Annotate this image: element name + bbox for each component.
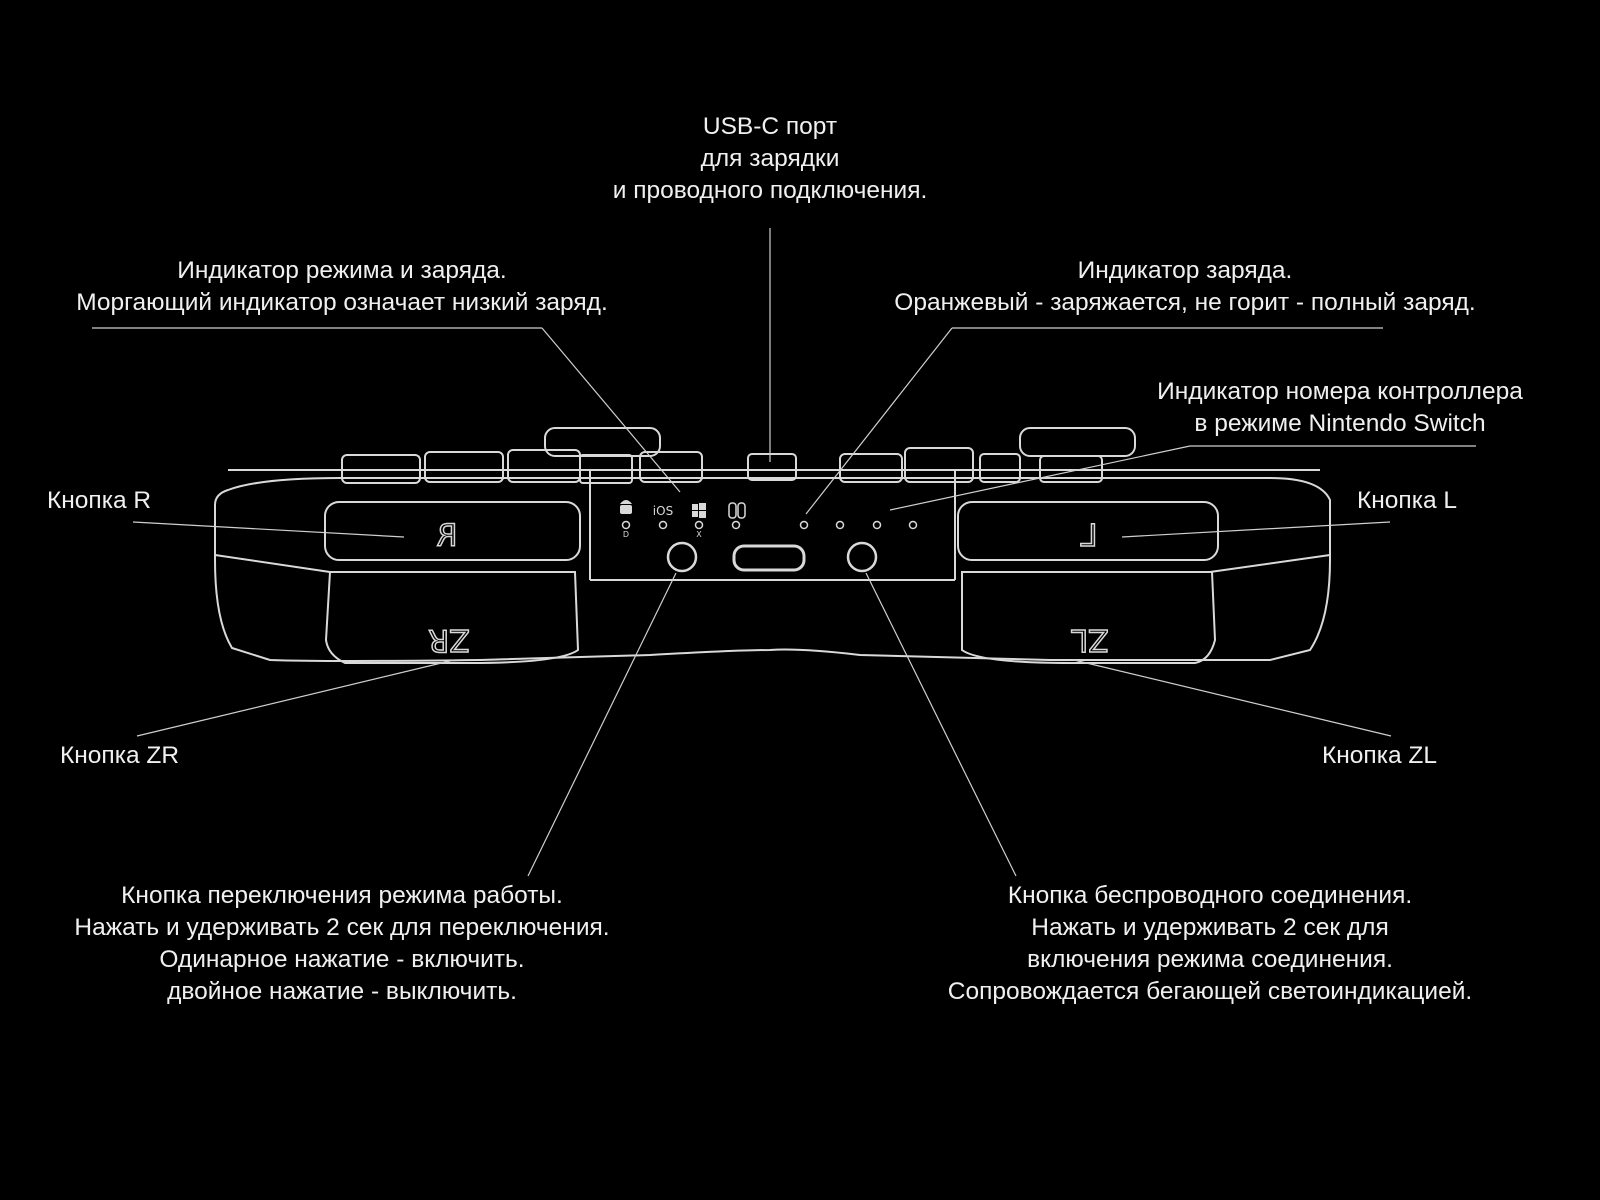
bumper-r-glyph: R	[437, 519, 458, 554]
controller-body	[214, 477, 1331, 662]
leader-button-r	[132, 521, 405, 538]
windows-icon	[692, 503, 706, 518]
bumper-l-glyph: L	[1080, 519, 1097, 554]
mode-switch-line-4: двойное нажатие - выключить.	[167, 978, 517, 1005]
mode-switch-line-1: Кнопка переключения режима работы.	[121, 882, 563, 909]
player-indicator-callout: Индикатор номера контроллера в режиме Ni…	[1120, 376, 1560, 440]
bumper-r[interactable]	[324, 501, 581, 561]
mode-switch-button[interactable]	[666, 541, 698, 573]
ios-icon: iOS	[653, 504, 673, 518]
leader-player-indicator	[889, 445, 1191, 511]
mode-switch-line-2: Нажать и удерживать 2 сек для переключен…	[74, 914, 610, 941]
wireless-line-2: Нажать и удерживать 2 сек для	[1031, 914, 1389, 941]
mode-leds	[621, 520, 741, 530]
leader-button-l	[1121, 521, 1391, 538]
leader-button-zl	[1073, 659, 1392, 737]
charge-indicator-callout: Индикатор заряда. Оранжевый - заряжается…	[845, 255, 1525, 319]
trigger-zr-glyph: ZR	[428, 622, 469, 657]
usb-port-callout: USB-C порт для зарядки и проводного подк…	[570, 111, 970, 207]
mode-indicator-callout: Индикатор режима и заряда. Моргающий инд…	[22, 255, 662, 319]
wireless-line-1: Кнопка беспроводного соединения.	[1007, 882, 1413, 909]
leader-charge-indicator	[805, 327, 953, 515]
player-leds	[799, 520, 918, 530]
led-switch	[731, 520, 741, 530]
leader-mode-indicator	[541, 327, 681, 493]
mode-switch-callout: Кнопка переключения режима работы. Нажат…	[22, 880, 662, 1008]
leader-button-zr	[136, 659, 455, 737]
usb-c-port	[732, 544, 806, 572]
wireless-callout: Кнопка беспроводного соединения. Нажать …	[895, 880, 1525, 1008]
led-android	[621, 520, 631, 530]
button-l-callout: Кнопка L	[1357, 487, 1458, 514]
usb-port-line-2: для зарядки	[700, 145, 840, 172]
mode-switch-line-3: Одинарное нажатие - включить.	[159, 946, 525, 973]
leader-lines	[92, 228, 1476, 877]
right-seam	[1209, 554, 1331, 573]
android-icon	[620, 500, 632, 514]
charge-indicator-line-1: Индикатор заряда.	[1077, 257, 1293, 284]
left-seam	[214, 554, 331, 573]
led-ios	[658, 520, 668, 530]
android-sub-label: D	[623, 530, 629, 539]
charge-indicator-line-2: Оранжевый - заряжается, не горит - полны…	[894, 289, 1476, 316]
usb-port-line-3: и проводного подключения.	[612, 177, 928, 204]
button-zr-callout: Кнопка ZR	[60, 742, 180, 769]
trigger-zl[interactable]	[961, 571, 1217, 664]
wireless-button[interactable]	[846, 541, 878, 573]
leader-wireless	[865, 572, 1017, 877]
led-windows	[694, 520, 704, 530]
player-indicator-line-1: Индикатор номера контроллера	[1157, 378, 1523, 405]
wireless-line-3: включения режима соединения.	[1027, 946, 1393, 973]
player-indicator-line-2: в режиме Nintendo Switch	[1194, 410, 1486, 437]
usb-port-line-1: USB-C порт	[702, 113, 838, 140]
mode-indicator-line-1: Индикатор режима и заряда.	[177, 257, 507, 284]
button-r-callout: Кнопка R	[47, 487, 152, 514]
button-zl-callout: Кнопка ZL	[1322, 742, 1437, 769]
bumper-l[interactable]	[957, 501, 1219, 561]
switch-icon	[728, 502, 746, 519]
wireless-line-4: Сопровождается бегающей светоиндикацией.	[947, 978, 1473, 1005]
mode-indicator-line-2: Моргающий индикатор означает низкий заря…	[76, 289, 608, 316]
windows-sub-label: X	[696, 530, 702, 539]
trigger-zl-glyph: ZL	[1071, 622, 1109, 657]
leader-mode-switch	[527, 572, 677, 877]
trigger-zr[interactable]	[324, 571, 580, 664]
top-face-buttons	[341, 427, 1136, 484]
